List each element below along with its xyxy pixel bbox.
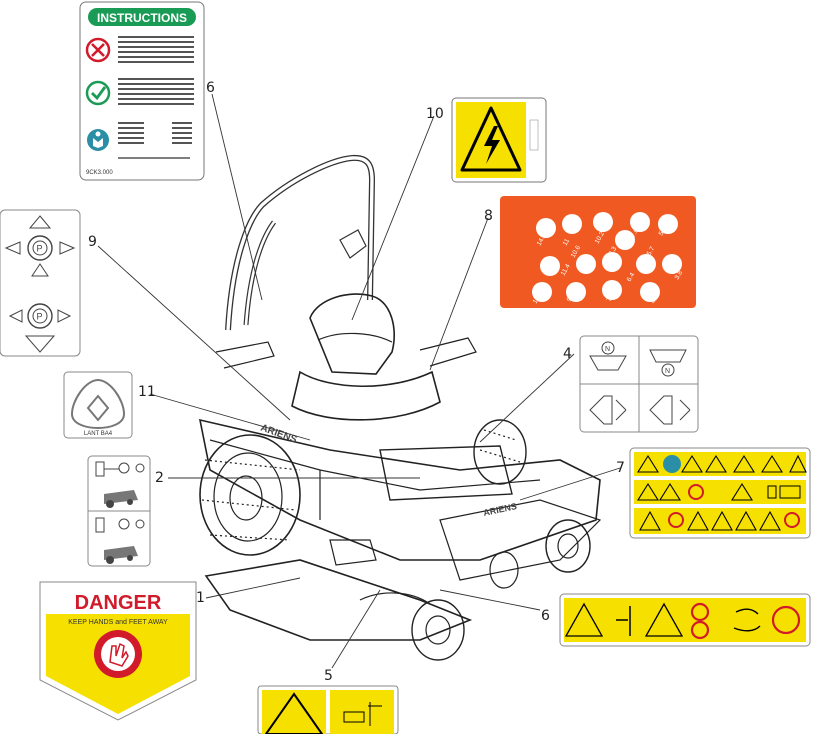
callout-11: 11 bbox=[138, 384, 156, 400]
callout-8: 8 bbox=[484, 208, 493, 224]
instructions-decal: INSTRUCTIONS 9CK3.000 bbox=[79, 1, 205, 181]
pressure-dots bbox=[532, 212, 682, 302]
pressure-value: 4.3 bbox=[650, 293, 661, 305]
danger-title: DANGER bbox=[75, 592, 162, 614]
brake-icon bbox=[27, 235, 53, 261]
brand-text-front: ARIENS bbox=[482, 501, 517, 518]
danger-decal: DANGER KEEP HANDS and FEET AWAY bbox=[39, 581, 197, 721]
pressure-value: 6.4 bbox=[626, 271, 637, 283]
pto-decal bbox=[87, 455, 151, 567]
warning-strip-decal bbox=[559, 593, 811, 647]
drive-lever-decal: N N bbox=[579, 335, 699, 433]
callout-6-top: 6 bbox=[206, 80, 215, 96]
logo-code: LANT BA4 bbox=[84, 431, 113, 437]
logo-decal: LANT BA4 bbox=[63, 371, 133, 439]
tire-pressure-decal: 14.2 11 10.2 7.6 5 11.4 10.6 8.3 5.7 12.… bbox=[500, 196, 696, 308]
pressure-value: 9.6 bbox=[566, 291, 577, 303]
read-manual-icon bbox=[87, 129, 109, 151]
callout-1: 1 bbox=[196, 590, 205, 606]
svg-text:P: P bbox=[37, 244, 43, 254]
callout-10: 10 bbox=[426, 106, 444, 122]
callout-5: 5 bbox=[324, 668, 333, 684]
pressure-value: 5 bbox=[658, 230, 666, 237]
callout-9: 9 bbox=[88, 234, 97, 250]
pressure-value: 8.3 bbox=[608, 245, 619, 257]
pressure-value: 11 bbox=[562, 237, 572, 247]
callout-6-bottom: 6 bbox=[541, 608, 550, 624]
callout-2: 2 bbox=[155, 470, 164, 486]
leader-lines bbox=[97, 93, 621, 669]
parking-brake-decal: P P bbox=[0, 209, 81, 357]
svg-text:P: P bbox=[37, 312, 43, 322]
svg-text:N: N bbox=[605, 346, 610, 353]
approved-icon bbox=[85, 80, 111, 106]
pressure-value: 7 bbox=[606, 296, 614, 303]
blade-hazard-decal bbox=[257, 685, 399, 734]
lightning-bolt-icon bbox=[484, 126, 500, 164]
svg-text:N: N bbox=[665, 368, 670, 375]
instructions-code: 9CK3.000 bbox=[86, 170, 113, 176]
safety-symbols-decal bbox=[629, 447, 811, 539]
danger-subtitle: KEEP HANDS and FEET AWAY bbox=[68, 619, 168, 626]
callout-7: 7 bbox=[616, 460, 625, 476]
pressure-value: 5.7 bbox=[646, 245, 657, 257]
brand-text-side: ARIENS bbox=[259, 422, 299, 445]
mower-drawing bbox=[198, 154, 602, 661]
pressure-value: 7.6 bbox=[630, 227, 641, 239]
pressure-value: 3.8 bbox=[674, 269, 685, 281]
instructions-title: INSTRUCTIONS bbox=[97, 11, 187, 25]
brake-release-icon bbox=[27, 303, 53, 329]
callout-4: 4 bbox=[563, 346, 572, 362]
electrical-hazard-decal bbox=[451, 97, 547, 183]
